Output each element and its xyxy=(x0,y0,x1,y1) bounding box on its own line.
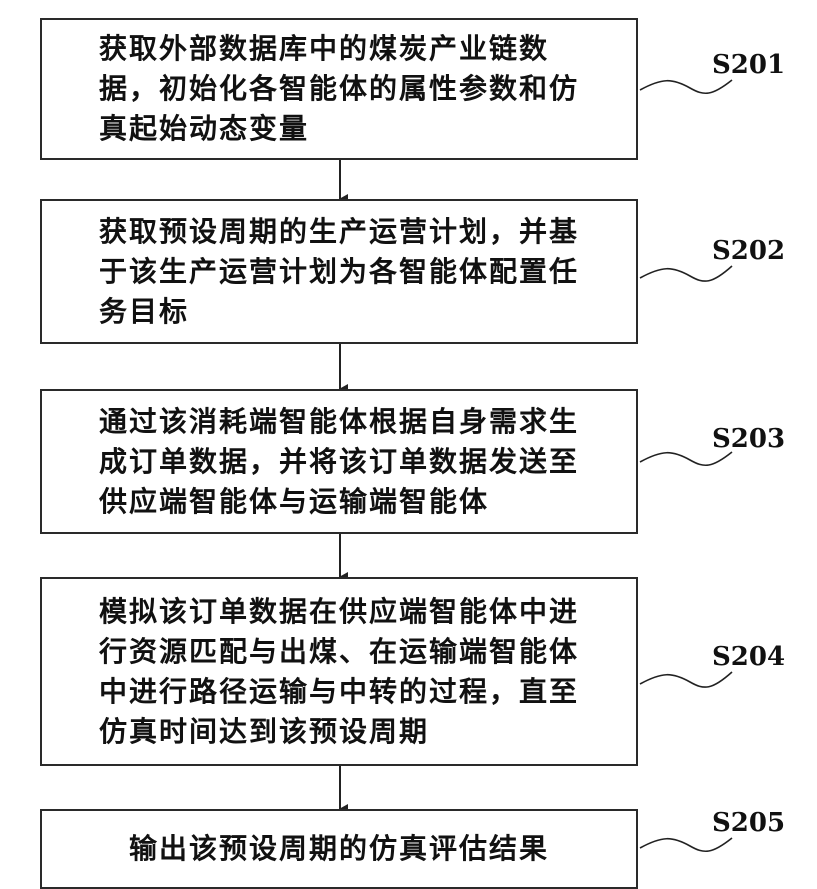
step-text-s204: 模拟该订单数据在供应端智能体中进 行资源匹配与出煤、在运输端智能体 中进行路径运… xyxy=(99,592,579,752)
step-box-s205: 输出该预设周期的仿真评估结果 xyxy=(40,809,638,889)
step-label-s203: S203 xyxy=(712,424,785,454)
step-text-s203: 通过该消耗端智能体根据自身需求生 成订单数据，并将该订单数据发送至 供应端智能体… xyxy=(99,402,579,522)
step-box-s203: 通过该消耗端智能体根据自身需求生 成订单数据，并将该订单数据发送至 供应端智能体… xyxy=(40,389,638,534)
step-text-s205: 输出该预设周期的仿真评估结果 xyxy=(129,829,549,869)
step-box-s204: 模拟该订单数据在供应端智能体中进 行资源匹配与出煤、在运输端智能体 中进行路径运… xyxy=(40,577,638,766)
step-box-s201: 获取外部数据库中的煤炭产业链数 据，初始化各智能体的属性参数和仿 真起始动态变量 xyxy=(40,18,638,160)
step-label-s205: S205 xyxy=(712,808,785,838)
step-label-s204: S204 xyxy=(712,642,785,672)
leader-s202 xyxy=(640,266,732,281)
step-label-s202: S202 xyxy=(712,236,785,266)
step-label-s201: S201 xyxy=(712,50,785,80)
leader-s204 xyxy=(640,672,732,687)
step-text-s201: 获取外部数据库中的煤炭产业链数 据，初始化各智能体的属性参数和仿 真起始动态变量 xyxy=(99,29,579,149)
leader-s201 xyxy=(640,80,732,93)
leader-s205 xyxy=(640,838,732,851)
step-text-s202: 获取预设周期的生产运营计划，并基 于该生产运营计划为各智能体配置任 务目标 xyxy=(99,212,579,332)
step-box-s202: 获取预设周期的生产运营计划，并基 于该生产运营计划为各智能体配置任 务目标 xyxy=(40,199,638,344)
